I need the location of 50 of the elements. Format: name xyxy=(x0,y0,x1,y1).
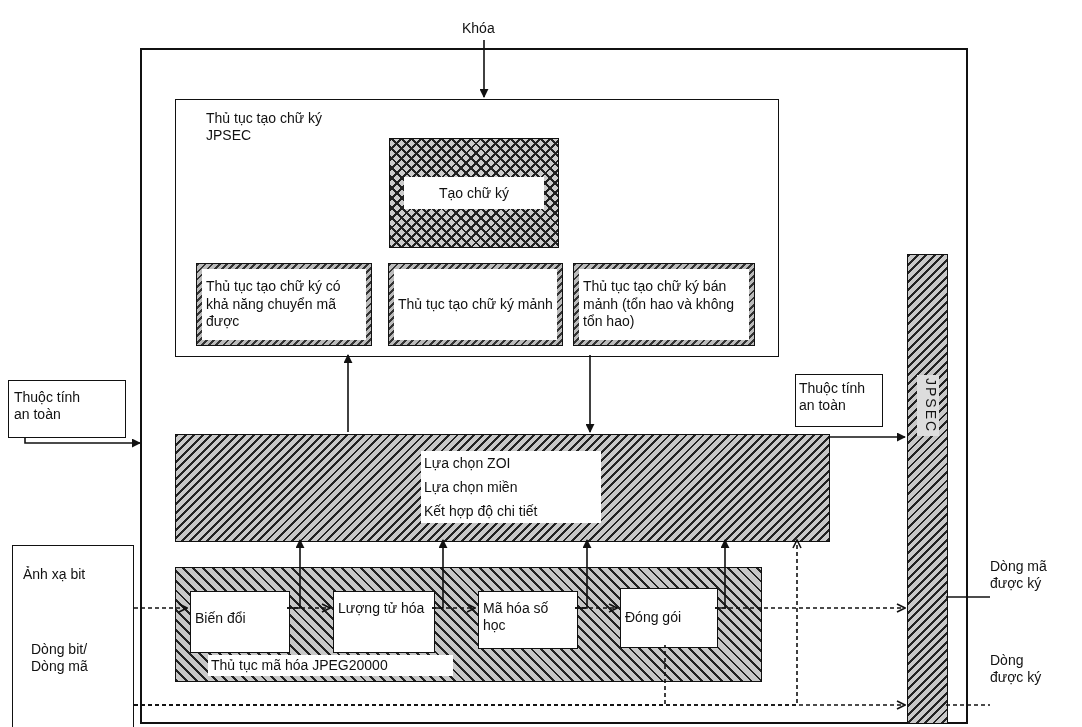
hatched-band xyxy=(175,434,830,542)
band-text: Lựa chọn ZOI xyxy=(421,451,601,475)
output-label: Dòng được ký xyxy=(990,652,1043,686)
input-box xyxy=(12,545,134,727)
process-box xyxy=(190,591,290,653)
vertical-bar xyxy=(907,254,948,724)
arrow xyxy=(714,539,730,609)
arrow xyxy=(431,539,448,609)
connector-line xyxy=(945,704,991,706)
connector-line xyxy=(133,644,666,706)
arrow xyxy=(24,437,141,448)
box-text: Tạo chữ ký xyxy=(404,177,544,209)
box-text: Đóng gói xyxy=(625,609,683,626)
process-box xyxy=(620,588,718,648)
input-box xyxy=(8,380,126,438)
box-text: Dòng bit/ Dòng mã xyxy=(31,641,89,675)
hatched-band xyxy=(175,567,762,682)
arrow xyxy=(133,603,188,613)
output-label: Dòng mã được ký xyxy=(990,558,1048,592)
box-text: Thuộc tính an toàn xyxy=(14,389,82,423)
process-box xyxy=(333,591,435,653)
box-text: Thuộc tính an toàn xyxy=(799,380,867,414)
group-title: Thủ tục tạo chữ ký JPSEC xyxy=(206,110,323,144)
box-text: Thủ tục tạo chữ ký bán mảnh (tổn hao và không tổn hao) xyxy=(579,269,749,340)
box-text: Mã hóa số học xyxy=(483,600,550,634)
box-text: Ảnh xạ bit xyxy=(23,566,87,583)
signature-procedure-box xyxy=(175,99,779,357)
band-text: Lựa chọn miền xyxy=(421,475,601,499)
box-text: Thủ tục tạo chữ ký có khả năng chuyển mã được xyxy=(202,269,366,340)
box-text: Lượng tử hóa xyxy=(338,600,426,617)
band-title: Thủ tục mã hóa JPEG20000 xyxy=(208,655,453,676)
process-box xyxy=(478,591,578,649)
hatched-rim-box xyxy=(196,263,372,346)
connector-line xyxy=(945,596,991,598)
arrow xyxy=(479,39,489,98)
vertical-text: JPSEC xyxy=(917,375,939,437)
arrow xyxy=(343,354,353,433)
hatched-rim-box xyxy=(573,263,755,346)
box-text: Biến đổi xyxy=(195,610,247,627)
crosshatched-box xyxy=(389,138,559,248)
arrow xyxy=(585,354,595,433)
box-text: Thủ tục tạo chữ ký mảnh xyxy=(394,269,557,340)
outer-frame xyxy=(140,48,968,724)
output-label-box xyxy=(795,374,883,427)
arrow xyxy=(827,432,906,442)
hatched-rim-box xyxy=(388,263,563,346)
arrow xyxy=(574,539,592,609)
band-text: Kết hợp độ chi tiết xyxy=(421,499,601,523)
input-label: Khóa xyxy=(462,20,496,37)
arrow xyxy=(286,539,305,609)
